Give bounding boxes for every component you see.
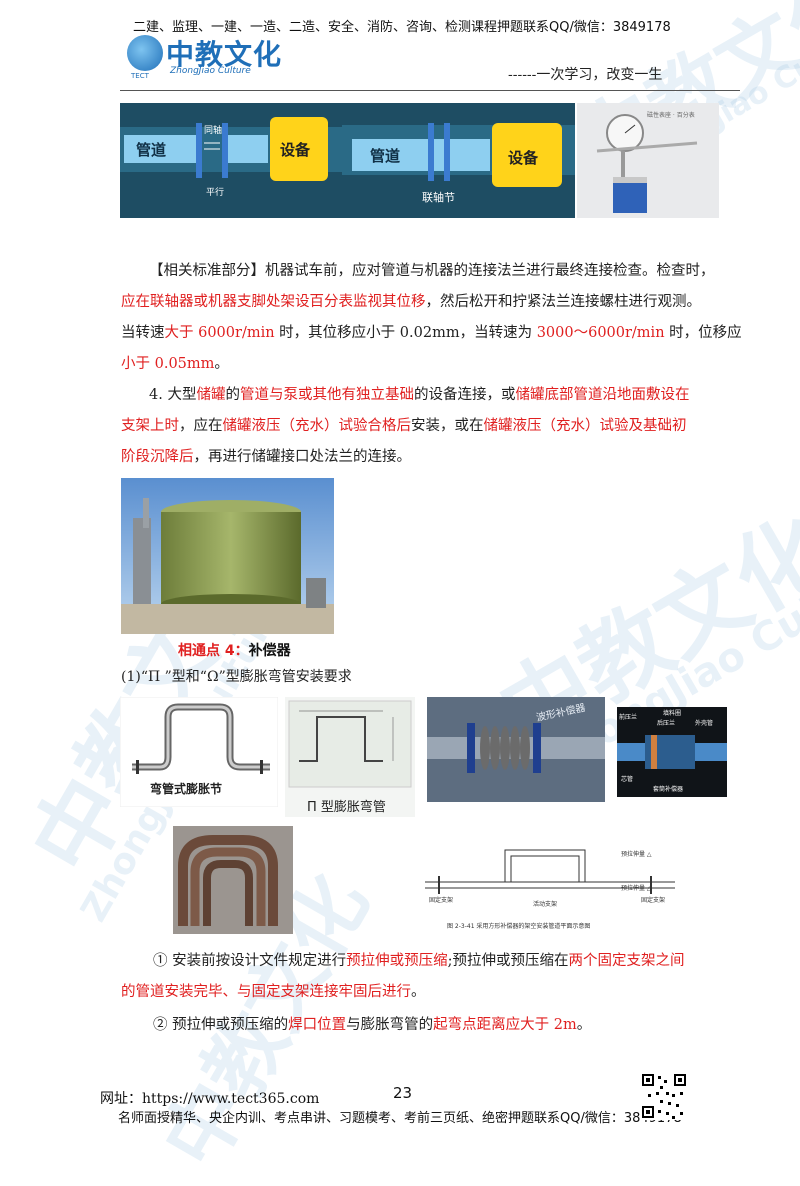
slogan: ------一次学习，改变一生 xyxy=(508,67,663,83)
highlight-text: 3000～6000r/min xyxy=(536,325,665,341)
coaxial-label: 同轴 xyxy=(204,124,222,136)
coupling-label: 联轴节 xyxy=(422,190,455,204)
equipment-label: 设备 xyxy=(280,141,311,159)
part-label: 前压兰 xyxy=(619,713,637,721)
logo-tect: TECT xyxy=(131,72,149,80)
figure-caption: 图 2-3-41 采用方形补偿器的架空安装管道平面示意图 xyxy=(447,922,590,930)
text-line: 支架上时，应在储罐液压（充水）试验合格后安装，或在储罐液压（充水）试验及基础初 xyxy=(121,418,687,434)
pipe-label: 管道 xyxy=(136,141,166,159)
highlight-text: 大于 6000r/min xyxy=(164,325,275,341)
text-line: 应在联轴器或机器支脚处架设百分表监视其位移，然后松开和拧紧法兰连接螺柱进行观测。 xyxy=(121,294,701,310)
part-label: 后压兰 xyxy=(657,719,675,727)
logo-subtitle: ZhongJiao Culture xyxy=(170,66,251,76)
figure-square-compensator-layout: 预拉伸量 △ 预拉伸量 △ 固定支架 固定支架 活动支架 图 2-3-41 采用… xyxy=(415,836,685,936)
pipe-label: 管道 xyxy=(370,147,400,165)
text-line: 的管道安装完毕、与固定支架连接牢固后进行。 xyxy=(121,984,426,1000)
photo-caption: 磁性表座 · 百分表 xyxy=(647,111,695,119)
figure-bent-pipes-photo xyxy=(173,826,293,934)
paragraph-standard: 【相关标准部分】机器试车前，应对管道与机器的连接法兰进行最终连接检查。检查时， … xyxy=(121,256,751,380)
highlight-text: 小于 0.05mm xyxy=(121,356,215,372)
highlight-text: 应在联轴器或机器支脚处架设百分表监视其位移 xyxy=(121,294,426,310)
figure-bellows-compensator: 波形补偿器 xyxy=(427,697,605,802)
text-line: 【相关标准部分】机器试车前，应对管道与机器的连接法兰进行最终连接检查。检查时， xyxy=(149,263,715,279)
figure-sleeve-compensator: 前压兰 填料圈 后压兰 外壳管 芯管 套筒补偿器 xyxy=(617,707,727,797)
text-line: 当转速大于 6000r/min 时，其位移应小于 0.02mm，当转速为 300… xyxy=(121,325,742,341)
diagram-label: 预拉伸量 △ xyxy=(621,884,652,892)
text-line: ② 预拉伸或预压缩的焊口位置与膨胀弯管的起弯点距离应大于 2m。 xyxy=(153,1017,592,1033)
figure-caption: 弯管式膨胀节 xyxy=(150,781,222,796)
figure-coaxial-diagram: 管道 设备 同轴 平行 xyxy=(120,103,342,218)
figure-pi-expansion-bend: Π 型膨胀弯管 xyxy=(285,697,415,817)
footer-url[interactable]: 网址：https://www.tect365.com xyxy=(100,1091,320,1107)
figure-caption: Π 型膨胀弯管 xyxy=(307,799,386,815)
text-line: 小于 0.05mm。 xyxy=(121,356,229,372)
parallel-label: 平行 xyxy=(206,186,224,198)
part-label: 套筒补偿器 xyxy=(653,785,683,793)
diagram-label: 固定支架 xyxy=(641,896,665,904)
part-label: 填料圈 xyxy=(663,709,681,717)
text-line: ① 安装前按设计文件规定进行预拉伸或预压缩;预拉伸或预压缩在两个固定支架之间 xyxy=(153,953,685,969)
figure-dial-indicator-photo: 磁性表座 · 百分表 xyxy=(577,103,719,218)
sub-heading: (1)“Π ”型和“Ω”型膨胀弯管安装要求 xyxy=(121,669,352,685)
text-line: 阶段沉降后，再进行储罐接口处法兰的连接。 xyxy=(121,449,411,465)
part-label: 外壳管 xyxy=(695,719,713,727)
qr-code-icon xyxy=(640,1072,688,1120)
part-label: 芯管 xyxy=(621,775,633,783)
logo-icon xyxy=(127,35,163,71)
figure-bend-expansion-joint: 弯管式膨胀节 xyxy=(120,697,278,807)
logo-text: 中教文化 xyxy=(166,38,283,71)
diagram-label: 固定支架 xyxy=(429,896,453,904)
text-line: 4. 大型储罐的管道与泵或其他有独立基础的设备连接，或储罐底部管道沿地面敷设在 xyxy=(149,387,690,403)
paragraph-tank-connection: 4. 大型储罐的管道与泵或其他有独立基础的设备连接，或储罐底部管道沿地面敷设在 … xyxy=(121,380,751,473)
section-heading: 相通点 4：补偿器 xyxy=(178,643,291,659)
figure-storage-tank-photo xyxy=(121,478,334,634)
figure-coupling-diagram: 管道 设备 联轴节 xyxy=(342,103,575,218)
header-divider xyxy=(120,90,740,91)
header-promo-line: 二建、监理、一建、一造、二造、安全、消防、咨询、检测课程押题联系QQ/微信：38… xyxy=(133,20,671,35)
diagram-label: 活动支架 xyxy=(533,900,557,908)
list-item: ② 预拉伸或预压缩的焊口位置与膨胀弯管的起弯点距离应大于 2m。 xyxy=(121,1010,751,1041)
diagram-label: 预拉伸量 △ xyxy=(621,850,652,858)
page-number: 23 xyxy=(393,1084,413,1102)
list-item: ① 安装前按设计文件规定进行预拉伸或预压缩;预拉伸或预压缩在两个固定支架之间 的… xyxy=(121,946,751,1008)
equipment-label: 设备 xyxy=(508,149,539,167)
footer-promo-line: 名师面授精华、央企内训、考点串讲、习题模考、考前三页纸、绝密押题联系QQ/微信：… xyxy=(118,1111,682,1126)
